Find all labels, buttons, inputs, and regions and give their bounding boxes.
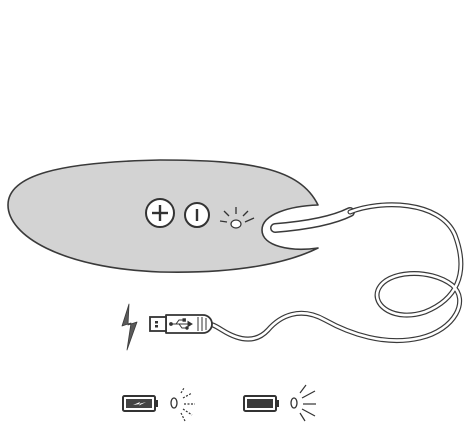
battery-charging-icon	[122, 395, 158, 412]
legend-full	[243, 384, 316, 422]
minus-button-icon[interactable]	[184, 202, 210, 228]
light-indicator-icon	[219, 207, 255, 229]
blinking-light-icon	[170, 387, 195, 422]
usb-plug-icon	[149, 314, 213, 334]
legend-charging	[122, 387, 195, 422]
steady-light-icon	[290, 384, 316, 422]
plus-button-icon[interactable]	[145, 198, 175, 228]
remote-control	[7, 159, 319, 274]
usb-symbol-icon	[169, 318, 193, 330]
lightning-bolt-icon	[121, 303, 138, 351]
usb-cable	[203, 202, 464, 343]
battery-full-icon	[243, 395, 279, 412]
